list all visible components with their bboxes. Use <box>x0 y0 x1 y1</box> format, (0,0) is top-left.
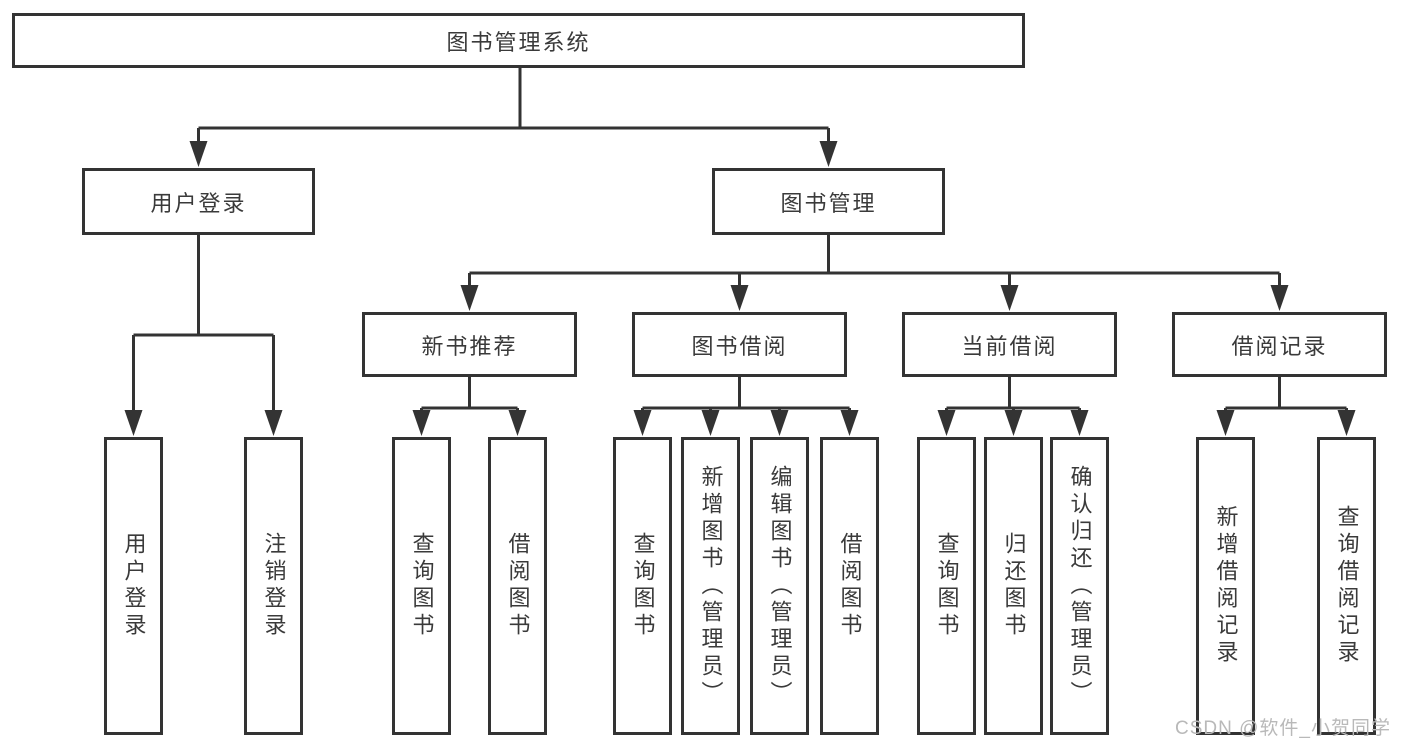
node-label: 图书管理 <box>780 190 877 216</box>
node-label: 借阅记录 <box>1231 333 1328 359</box>
leaf-label: 确认归还（管理员） <box>1067 464 1093 708</box>
node-label: 当前借阅 <box>961 333 1058 359</box>
leaf-return-books: 归还图书 <box>984 437 1043 735</box>
leaf-add-books-admin: 新增图书（管理员） <box>681 437 740 735</box>
arrowheads <box>124 141 1356 436</box>
node-label: 图书管理系统 <box>446 29 591 55</box>
leaf-label: 注销登录 <box>261 532 287 640</box>
leaf-query-books-borrow: 查询图书 <box>613 437 672 735</box>
leaf-label: 查询借阅记录 <box>1334 505 1360 667</box>
leaf-add-borrow-record: 新增借阅记录 <box>1196 437 1255 735</box>
leaf-query-books-current: 查询图书 <box>917 437 976 735</box>
node-borrowing-records: 借阅记录 <box>1172 312 1387 377</box>
leaf-label: 查询图书 <box>934 532 960 640</box>
leaf-label: 查询图书 <box>630 532 656 640</box>
node-current-borrowing: 当前借阅 <box>902 312 1117 377</box>
csdn-watermark: CSDN @软件_小贺同学 <box>1175 718 1391 739</box>
leaf-label: 新增图书（管理员） <box>698 464 724 708</box>
leaf-label: 用户登录 <box>121 532 147 640</box>
leaf-logout: 注销登录 <box>244 437 303 735</box>
node-label: 用户登录 <box>150 190 247 216</box>
node-library-management-system: 图书管理系统 <box>12 13 1025 68</box>
leaf-user-login: 用户登录 <box>104 437 163 735</box>
node-book-management: 图书管理 <box>712 168 945 235</box>
leaf-query-borrow-record: 查询借阅记录 <box>1317 437 1376 735</box>
node-new-book-recommendation: 新书推荐 <box>362 312 577 377</box>
leaf-label: 借阅图书 <box>837 532 863 640</box>
node-book-borrowing: 图书借阅 <box>632 312 847 377</box>
node-user-login: 用户登录 <box>82 168 315 235</box>
leaf-label: 编辑图书（管理员） <box>767 464 793 708</box>
leaf-label: 新增借阅记录 <box>1213 505 1239 667</box>
leaf-borrow-books-recommend: 借阅图书 <box>488 437 547 735</box>
leaf-label: 借阅图书 <box>505 532 531 640</box>
leaf-confirm-return-admin: 确认归还（管理员） <box>1050 437 1109 735</box>
leaf-query-books-recommend: 查询图书 <box>392 437 451 735</box>
leaf-label: 查询图书 <box>409 532 435 640</box>
leaf-edit-books-admin: 编辑图书（管理员） <box>750 437 809 735</box>
node-label: 图书借阅 <box>691 333 788 359</box>
leaf-label: 归还图书 <box>1001 532 1027 640</box>
node-label: 新书推荐 <box>421 333 518 359</box>
leaf-borrow-books: 借阅图书 <box>820 437 879 735</box>
